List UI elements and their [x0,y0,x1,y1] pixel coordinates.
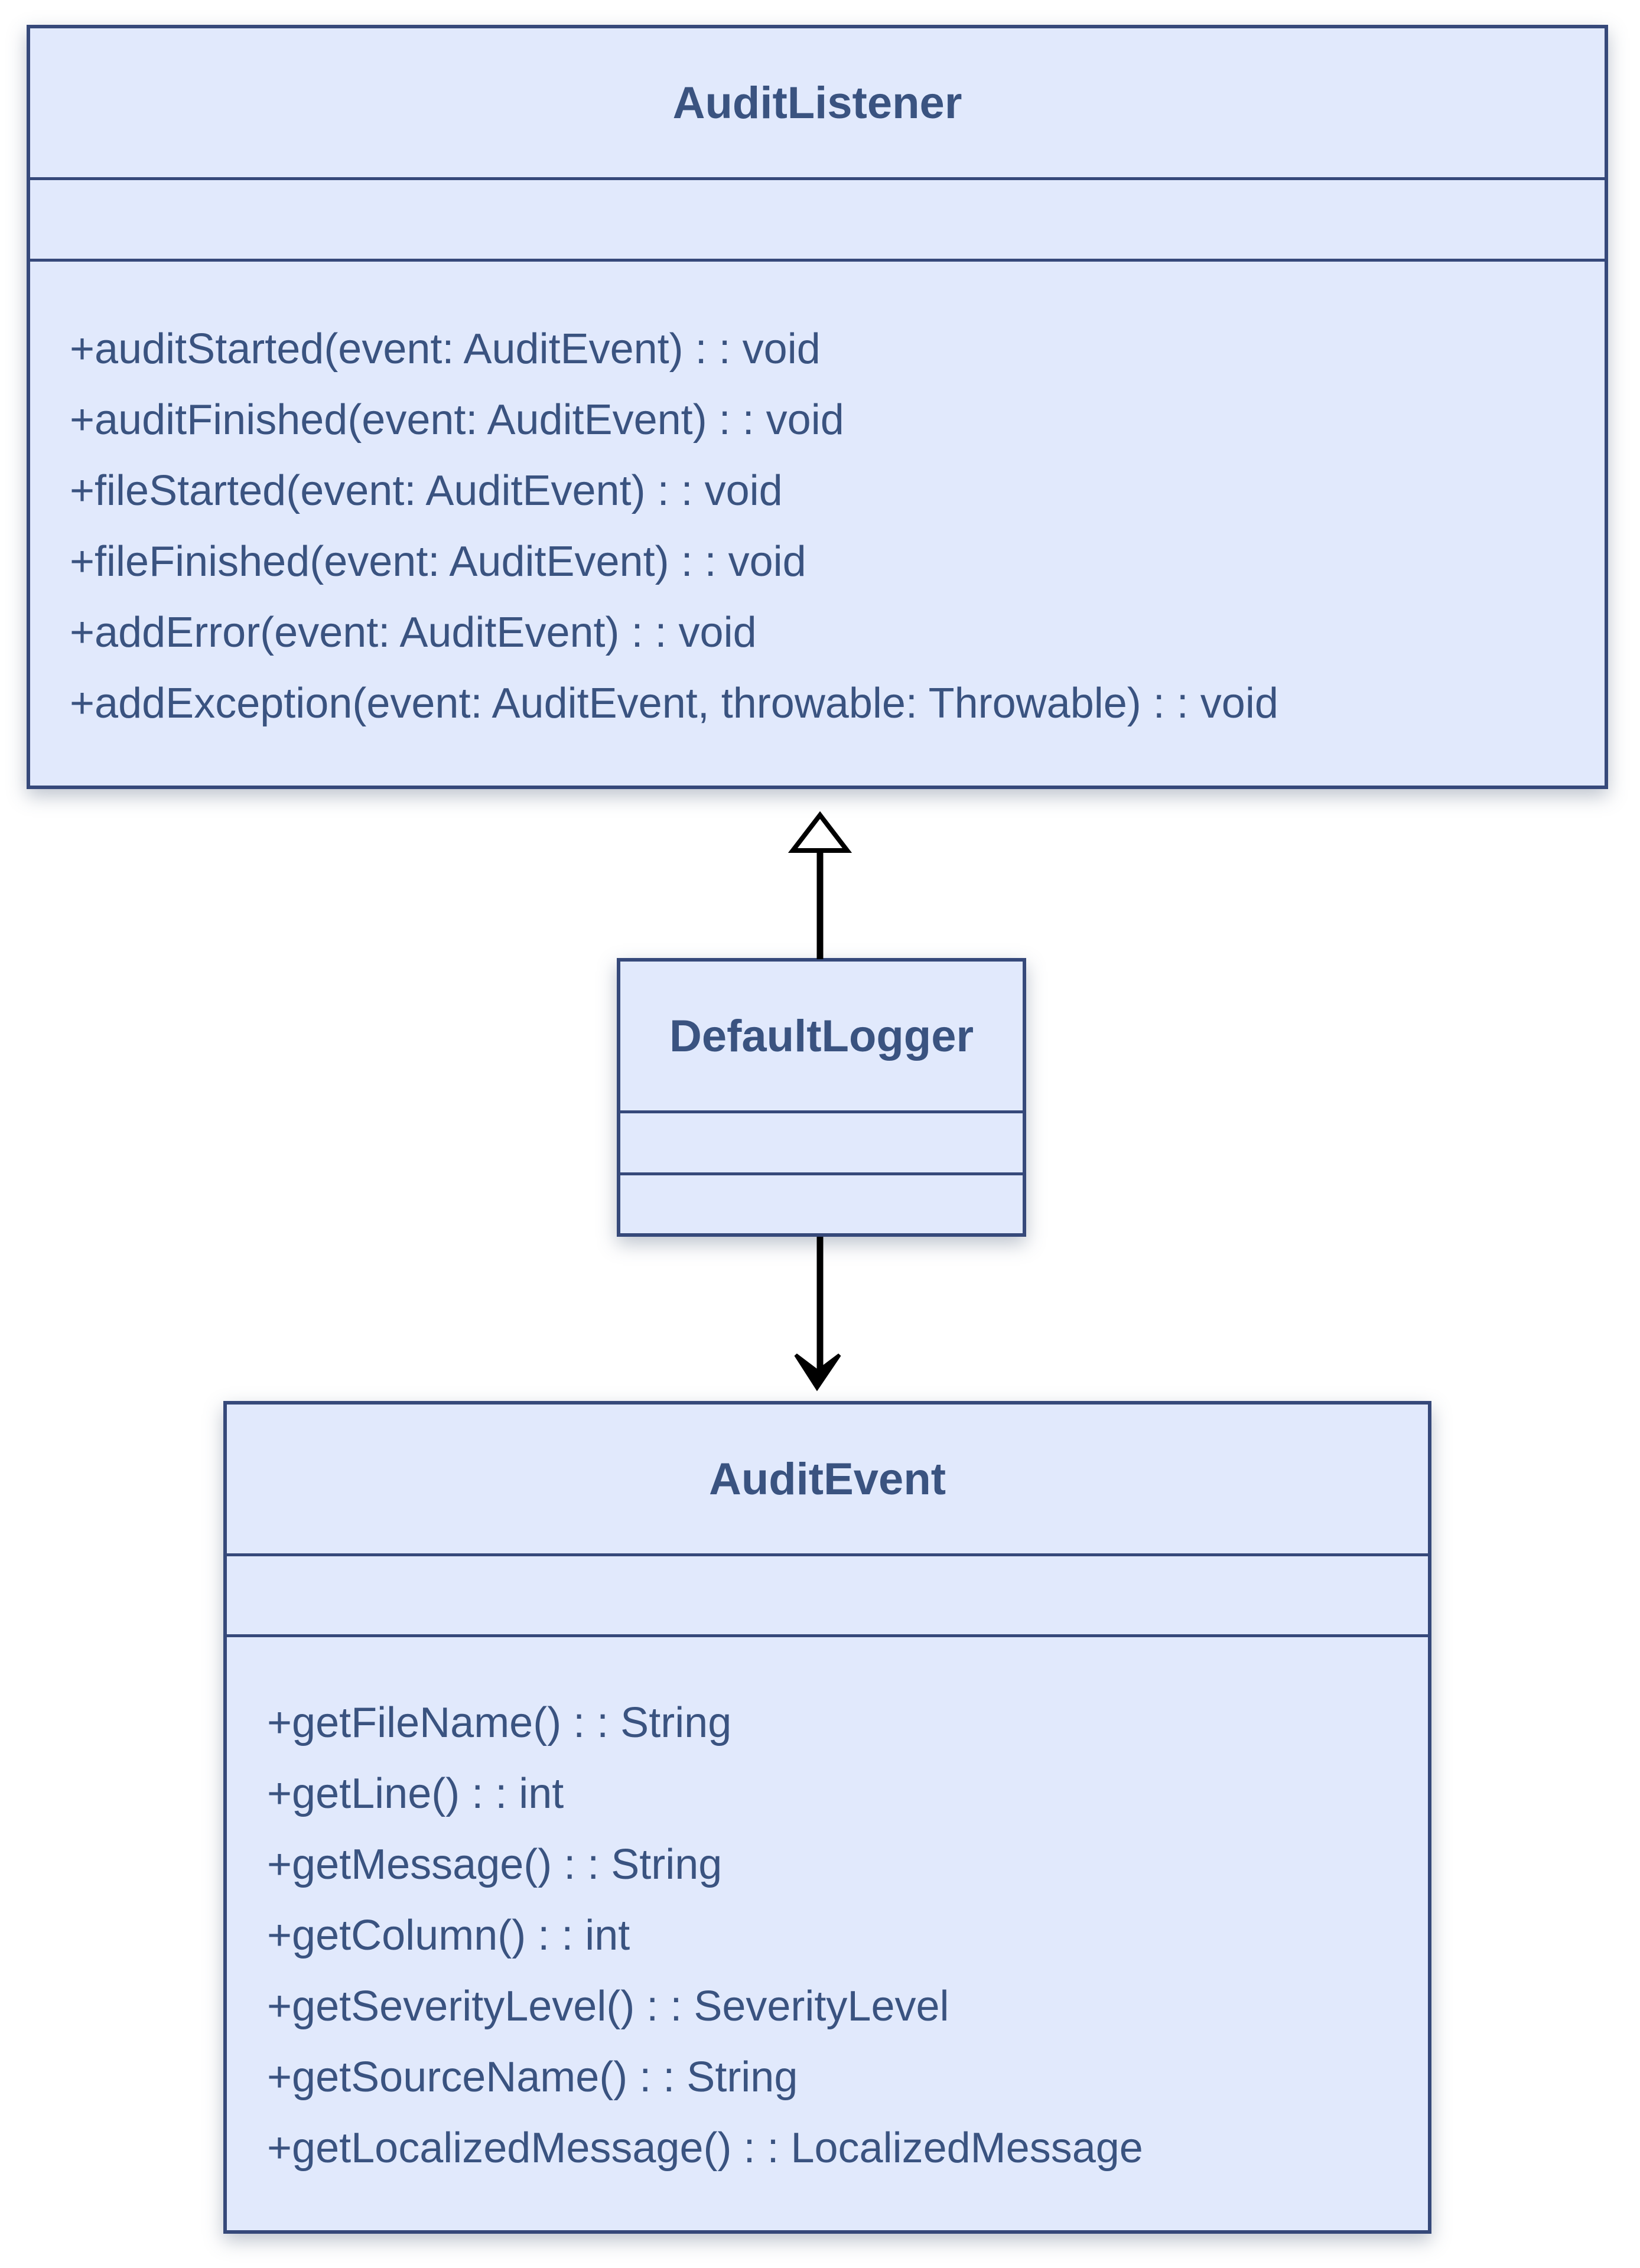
class-title-defaultlogger: DefaultLogger [620,962,1023,1113]
class-title-auditlistener: AuditListener [30,28,1605,180]
method-text: +addException(event: AuditEvent, throwab… [70,680,1278,727]
methods-compartment-defaultlogger [620,1175,1023,1233]
class-box-auditevent: AuditEvent +getFileName() : : String+get… [223,1401,1431,2234]
attributes-compartment-defaultlogger [620,1113,1023,1175]
method-text: +getColumn() : : int [267,1912,630,1959]
class-title-auditevent: AuditEvent [227,1405,1428,1556]
method-text: +getLocalizedMessage() : : LocalizedMess… [267,2124,1143,2172]
generalization-arrow-defaultlogger-to-auditlistener [788,811,852,959]
method-text: +getMessage() : : String [267,1841,723,1888]
methods-compartment-auditlistener: +auditStarted(event: AuditEvent) : : voi… [30,262,1605,786]
method-text: +auditFinished(event: AuditEvent) : : vo… [70,396,844,444]
class-box-defaultlogger: DefaultLogger [617,958,1026,1237]
method-text: +getLine() : : int [267,1770,564,1817]
methods-compartment-auditevent: +getFileName() : : String +getLine() : : … [227,1637,1428,2230]
association-arrow-defaultlogger-to-auditevent [794,1237,841,1392]
method-text: +getFileName() : : String [267,1699,732,1746]
method-text: +getSourceName() : : String [267,2054,798,2101]
attributes-compartment-auditlistener [30,180,1605,262]
class-box-auditlistener: AuditListener +auditStarted(event: Audit… [27,25,1608,789]
method-text: +fileFinished(event: AuditEvent) : : voi… [70,538,806,585]
method-text: +getSeverityLevel() : : SeverityLevel [267,1983,949,2030]
method-text: +auditStarted(event: AuditEvent) : : voi… [70,325,821,373]
attributes-compartment-auditevent [227,1556,1428,1637]
method-text: +addError(event: AuditEvent) : : void [70,609,757,656]
method-text: +fileStarted(event: AuditEvent) : : void [70,467,783,514]
